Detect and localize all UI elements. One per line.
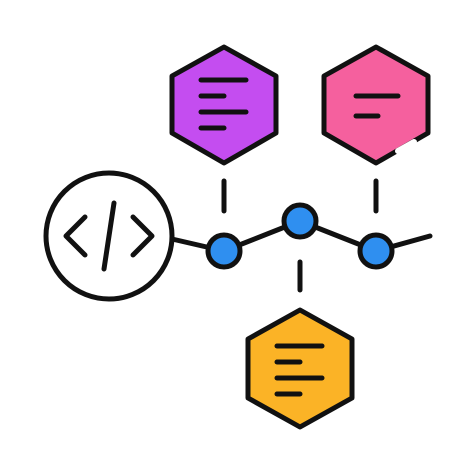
document-hexagon-pink [321,44,431,166]
connector-node [357,232,395,270]
document-hexagon-orange [245,307,355,430]
code-circle-icon [43,170,175,302]
angle-bracket-right-icon [130,214,155,258]
document-hexagon-purple [169,44,279,166]
slash-icon [101,200,117,272]
angle-bracket-left-icon [63,214,88,258]
connector-node [281,202,319,240]
connector-node [205,232,243,270]
